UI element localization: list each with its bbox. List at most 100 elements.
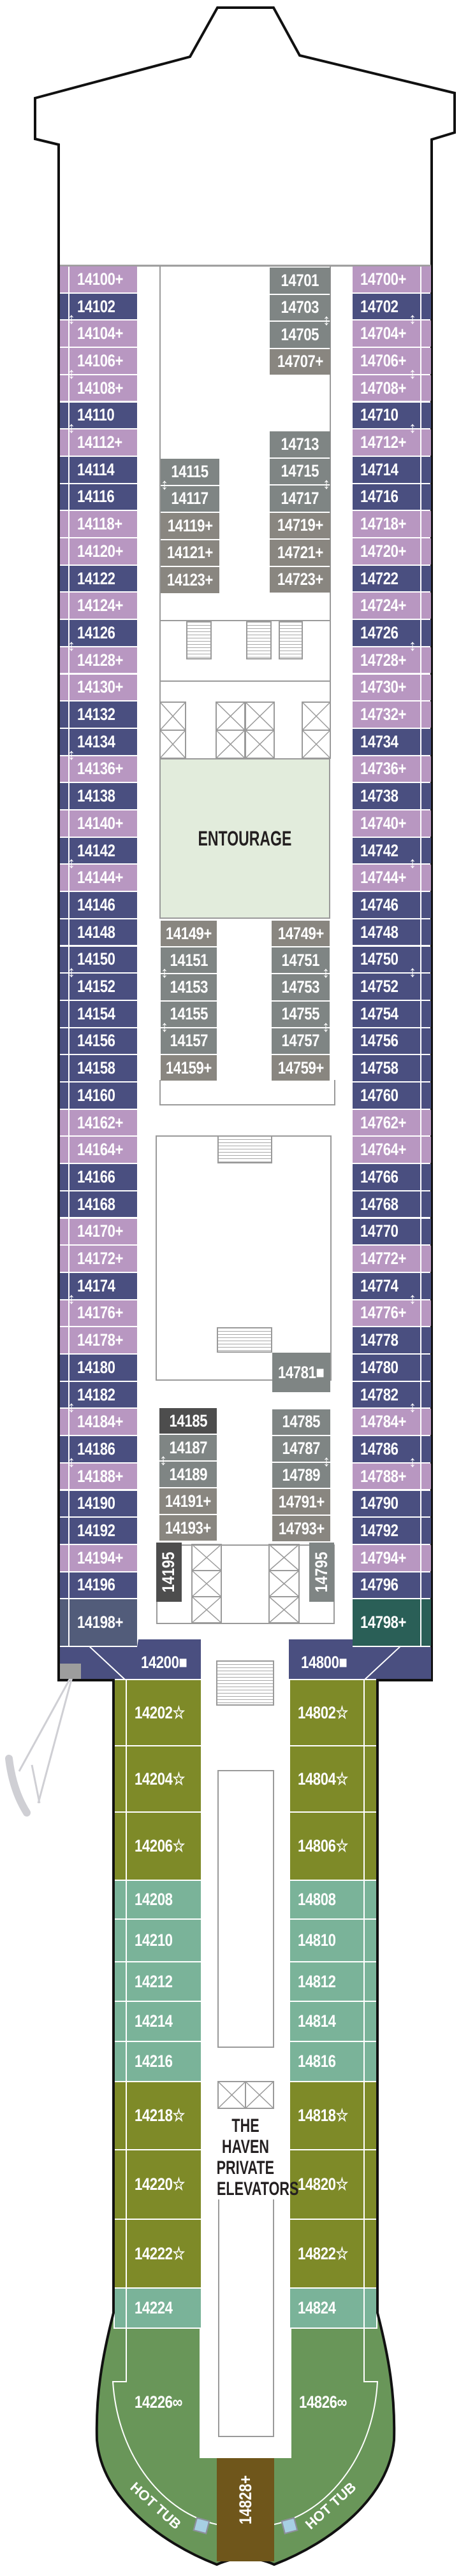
cabin-14720[interactable]: 14720+ (353, 538, 420, 565)
cabin-14793[interactable]: 14793+ (272, 1516, 330, 1541)
cabin-14202[interactable]: 14202☆ (127, 1680, 201, 1745)
cabin-14196[interactable]: 14196 (69, 1572, 137, 1599)
cabin-14121[interactable]: 14121+ (161, 540, 219, 566)
cabin-14110[interactable]: 14110 (69, 402, 137, 429)
cabin-14194[interactable]: 14194+ (69, 1544, 137, 1571)
cabin-14800[interactable]: 14800■ (289, 1646, 359, 1679)
cabin-14788[interactable]: 14788+ (353, 1463, 420, 1490)
cabin-14164[interactable]: 14164+ (69, 1137, 137, 1163)
cabin-14122[interactable]: 14122 (69, 565, 137, 592)
cabin-14118[interactable]: 14118+ (69, 511, 137, 537)
cabin-14189[interactable]: 14189 (159, 1462, 217, 1487)
cabin-14706[interactable]: 14706+ (353, 348, 420, 374)
cabin-14734[interactable]: 14734 (353, 728, 420, 755)
cabin-14193[interactable]: 14193+ (159, 1515, 217, 1541)
cabin-14762[interactable]: 14762+ (353, 1109, 420, 1136)
cabin-14766[interactable]: 14766 (353, 1164, 420, 1190)
cabin-14787[interactable]: 14787 (272, 1436, 330, 1462)
cabin-14789[interactable]: 14789 (272, 1462, 330, 1488)
cabin-14188[interactable]: 14188+ (69, 1463, 137, 1490)
cabin-14828[interactable]: 14828+ (217, 2458, 274, 2561)
cabin-14759[interactable]: 14759+ (272, 1055, 330, 1081)
cabin-14738[interactable]: 14738 (353, 783, 420, 809)
cabin-14102[interactable]: 14102 (69, 293, 137, 320)
cabin-14126[interactable]: 14126 (69, 620, 137, 646)
cabin-14744[interactable]: 14744+ (353, 865, 420, 891)
cabin-14210[interactable]: 14210 (127, 1920, 201, 1961)
cabin-14155[interactable]: 14155 (161, 1001, 217, 1027)
cabin-14713[interactable]: 14713 (270, 431, 330, 457)
cabin-14740[interactable]: 14740+ (353, 810, 420, 837)
cabin-14130[interactable]: 14130+ (69, 674, 137, 701)
cabin-14798[interactable]: 14798+ (353, 1599, 420, 1646)
cabin-14116[interactable]: 14116 (69, 484, 137, 510)
cabin-14100[interactable]: 14100+ (69, 266, 137, 292)
cabin-14794[interactable]: 14794+ (353, 1544, 420, 1571)
cabin-14220[interactable]: 14220☆ (127, 2150, 201, 2219)
entourage-lounge[interactable]: ENTOURAGE (159, 758, 330, 919)
cabin-14717[interactable]: 14717 (270, 486, 330, 512)
cabin-14785[interactable]: 14785 (272, 1409, 330, 1435)
cabin-14159[interactable]: 14159+ (161, 1055, 217, 1081)
cabin-14144[interactable]: 14144+ (69, 865, 137, 891)
cabin-14730[interactable]: 14730+ (353, 674, 420, 701)
cabin-14206[interactable]: 14206☆ (127, 1813, 201, 1880)
cabin-14140[interactable]: 14140+ (69, 810, 137, 837)
cabin-14748[interactable]: 14748 (353, 919, 420, 946)
cabin-14786[interactable]: 14786 (353, 1436, 420, 1462)
cabin-14710[interactable]: 14710 (353, 402, 420, 429)
cabin-14820[interactable]: 14820☆ (290, 2150, 363, 2219)
cabin-14768[interactable]: 14768 (353, 1191, 420, 1218)
cabin-14795[interactable]: 14795 (309, 1543, 334, 1602)
cabin-14756[interactable]: 14756 (353, 1028, 420, 1054)
cabin-14222[interactable]: 14222☆ (127, 2220, 201, 2287)
cabin-14152[interactable]: 14152 (69, 974, 137, 1000)
cabin-14136[interactable]: 14136+ (69, 756, 137, 782)
cabin-14722[interactable]: 14722 (353, 565, 420, 592)
cabin-14701[interactable]: 14701 (270, 268, 330, 294)
cabin-14812[interactable]: 14812 (290, 1962, 363, 2001)
cabin-14114[interactable]: 14114 (69, 456, 137, 483)
cabin-14782[interactable]: 14782 (353, 1381, 420, 1408)
cabin-14142[interactable]: 14142 (69, 837, 137, 864)
cabin-14204[interactable]: 14204☆ (127, 1746, 201, 1811)
cabin-14154[interactable]: 14154 (69, 1000, 137, 1027)
cabin-14123[interactable]: 14123+ (161, 567, 219, 593)
cabin-14176[interactable]: 14176+ (69, 1300, 137, 1327)
cabin-14218[interactable]: 14218☆ (127, 2082, 201, 2149)
cabin-14200[interactable]: 14200■ (128, 1646, 201, 1679)
cabin-14138[interactable]: 14138 (69, 783, 137, 809)
cabin-14707[interactable]: 14707+ (270, 349, 330, 375)
cabin-14778[interactable]: 14778 (353, 1327, 420, 1353)
cabin-14106[interactable]: 14106+ (69, 348, 137, 374)
cabin-14808[interactable]: 14808 (290, 1881, 363, 1918)
cabin-14728[interactable]: 14728+ (353, 647, 420, 673)
cabin-14780[interactable]: 14780 (353, 1355, 420, 1381)
cabin-14716[interactable]: 14716 (353, 484, 420, 510)
cabin-14758[interactable]: 14758 (353, 1055, 420, 1081)
cabin-14776[interactable]: 14776+ (353, 1300, 420, 1327)
cabin-14700[interactable]: 14700+ (353, 266, 420, 292)
cabin-14705[interactable]: 14705 (270, 322, 330, 348)
cabin-14214[interactable]: 14214 (127, 2002, 201, 2041)
cabin-14158[interactable]: 14158 (69, 1055, 137, 1081)
cabin-14187[interactable]: 14187 (159, 1435, 217, 1460)
cabin-14108[interactable]: 14108+ (69, 375, 137, 401)
cabin-14115[interactable]: 14115 (161, 459, 219, 485)
cabin-14191[interactable]: 14191+ (159, 1488, 217, 1514)
cabin-14157[interactable]: 14157 (161, 1028, 217, 1054)
cabin-14149[interactable]: 14149+ (161, 921, 217, 947)
cabin-14802[interactable]: 14802☆ (290, 1680, 363, 1745)
cabin-14753[interactable]: 14753 (272, 974, 330, 1000)
cabin-14806[interactable]: 14806☆ (290, 1813, 363, 1880)
cabin-14150[interactable]: 14150 (69, 946, 137, 973)
cabin-14770[interactable]: 14770 (353, 1218, 420, 1245)
cabin-14162[interactable]: 14162+ (69, 1109, 137, 1136)
cabin-14170[interactable]: 14170+ (69, 1218, 137, 1245)
cabin-14128[interactable]: 14128+ (69, 647, 137, 673)
cabin-14703[interactable]: 14703 (270, 294, 330, 320)
cabin-14804[interactable]: 14804☆ (290, 1746, 363, 1811)
cabin-14751[interactable]: 14751 (272, 947, 330, 974)
cabin-14718[interactable]: 14718+ (353, 511, 420, 537)
cabin-14752[interactable]: 14752 (353, 974, 420, 1000)
